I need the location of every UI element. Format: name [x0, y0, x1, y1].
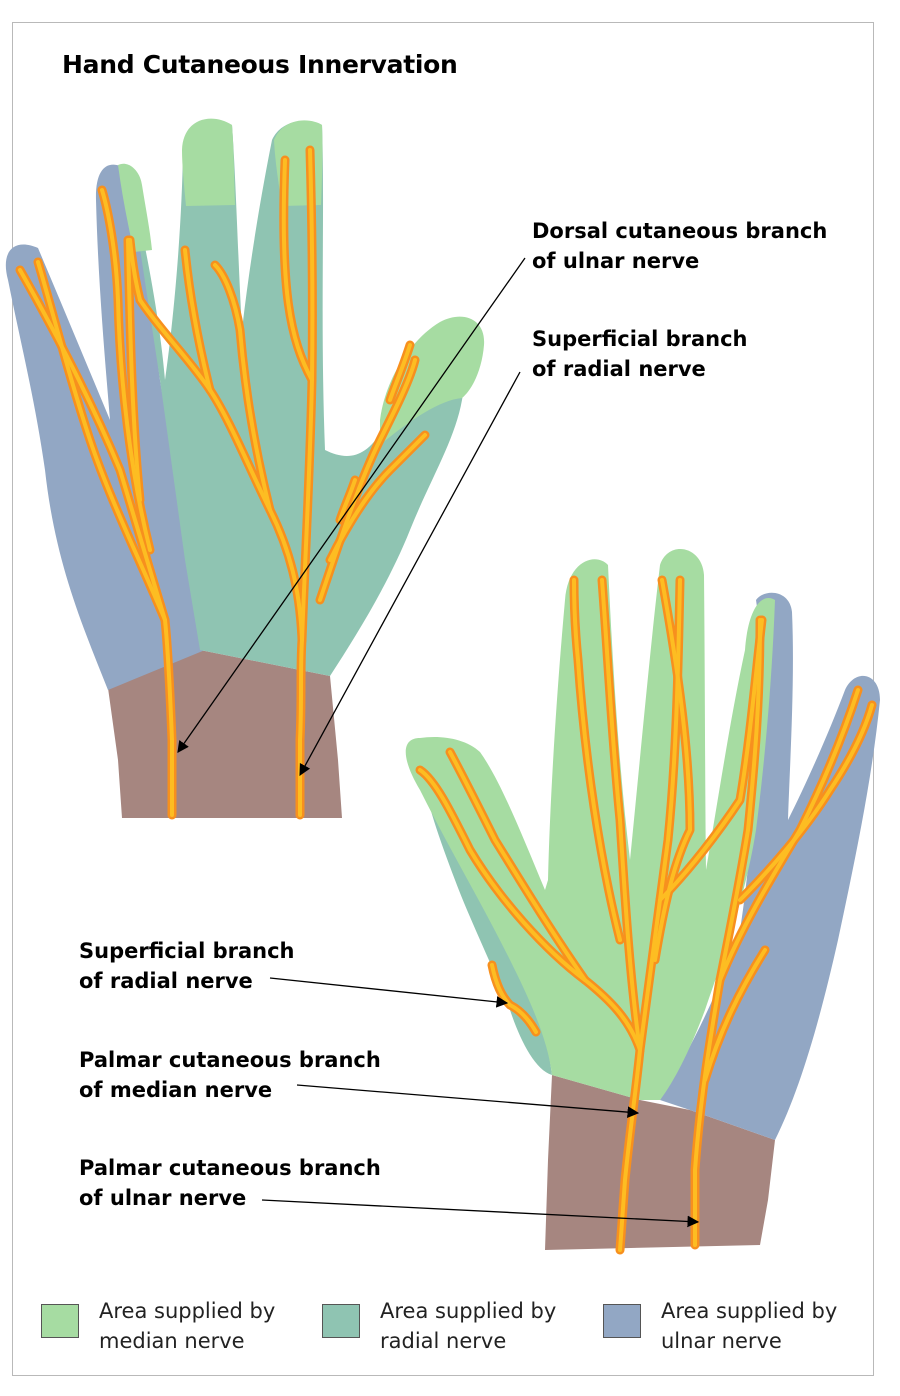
palmar-wrist-region [545, 1075, 775, 1250]
label-line: Superficial branch [532, 327, 748, 351]
palmar-hand [405, 548, 880, 1250]
nerve-branch-core [490, 963, 538, 1034]
label-dorsal-ulnar: Dorsal cutaneous branch of ulnar nerve [532, 216, 827, 276]
nerve-branch-core [388, 343, 412, 402]
legend-line: median nerve [99, 1329, 245, 1353]
legend-line: Area supplied by [661, 1299, 838, 1323]
diagram-title: Hand Cutaneous Innervation [62, 50, 458, 79]
legend-text: Area supplied by radial nerve [380, 1296, 556, 1356]
leader-palmar-median [296, 1084, 640, 1118]
dorsal-hand [5, 118, 485, 818]
nerve-branch-core [738, 703, 874, 902]
label-line: Palmar cutaneous branch [79, 1048, 381, 1072]
label-superficial-radial-dorsal: Superficial branch of radial nerve [532, 324, 748, 384]
legend-text: Area supplied by median nerve [99, 1296, 275, 1356]
nerve-branch-core [100, 188, 152, 552]
label-line: of ulnar nerve [79, 1186, 247, 1210]
nerve-branch-core [572, 578, 622, 942]
nerve-branch-core [281, 158, 314, 382]
label-line: of ulnar nerve [532, 249, 700, 273]
legend-swatch-ulnar [603, 1304, 641, 1338]
legend-line: ulnar nerve [661, 1329, 782, 1353]
dorsal-median-region-ring [118, 163, 152, 252]
nerve-branch-core [328, 433, 427, 562]
nerve-branch-core [126, 238, 142, 502]
nerve-branch-core [18, 268, 174, 817]
label-line: Dorsal cutaneous branch [532, 219, 828, 243]
nerve-branch-core [213, 263, 272, 512]
label-line: Superficial branch [79, 939, 295, 963]
nerve-branch-core [653, 578, 692, 962]
dorsal-radial-region [128, 119, 465, 676]
label-palmar-median: Palmar cutaneous branch of median nerve [79, 1045, 381, 1105]
legend-text: Area supplied by ulnar nerve [661, 1296, 837, 1356]
nerve-branch-core [36, 260, 167, 622]
label-superficial-radial-palmar: Superficial branch of radial nerve [79, 936, 295, 996]
nerve-branch-core [658, 618, 764, 902]
label-line: of median nerve [79, 1078, 273, 1102]
legend-line: Area supplied by [380, 1299, 557, 1323]
dorsal-nerves [15, 145, 430, 820]
nerve-branch-core [600, 578, 642, 1052]
label-line: of radial nerve [532, 357, 706, 381]
nerve-branch-core [448, 750, 587, 982]
leader-superficial-radial-dorsal [299, 371, 521, 777]
leader-dorsal-ulnar [177, 257, 526, 753]
legend-swatch-median [41, 1304, 79, 1338]
leader-superficial-radial-palmar [269, 977, 509, 1008]
nerve-branch-core [638, 578, 682, 1052]
legend-line: Area supplied by [99, 1299, 276, 1323]
leader-palmar-ulnar [261, 1199, 700, 1228]
nerve-branch-core [128, 238, 304, 817]
dorsal-median-region-index [182, 118, 235, 206]
nerve-branch-core [703, 948, 767, 1082]
nerve-branch-core [693, 618, 762, 1247]
nerve-branch-core [338, 478, 357, 522]
label-line: Palmar cutaneous branch [79, 1156, 381, 1180]
legend-line: radial nerve [380, 1329, 507, 1353]
leader-lines [177, 257, 700, 1228]
nerve-branch-core [318, 358, 417, 602]
label-palmar-ulnar: Palmar cutaneous branch of ulnar nerve [79, 1153, 381, 1213]
label-line: of radial nerve [79, 969, 253, 993]
dorsal-median-region-thumb [380, 316, 485, 445]
legend-swatch-radial [322, 1304, 360, 1338]
nerve-branch-core [183, 248, 212, 392]
palmar-nerves [415, 575, 877, 1255]
